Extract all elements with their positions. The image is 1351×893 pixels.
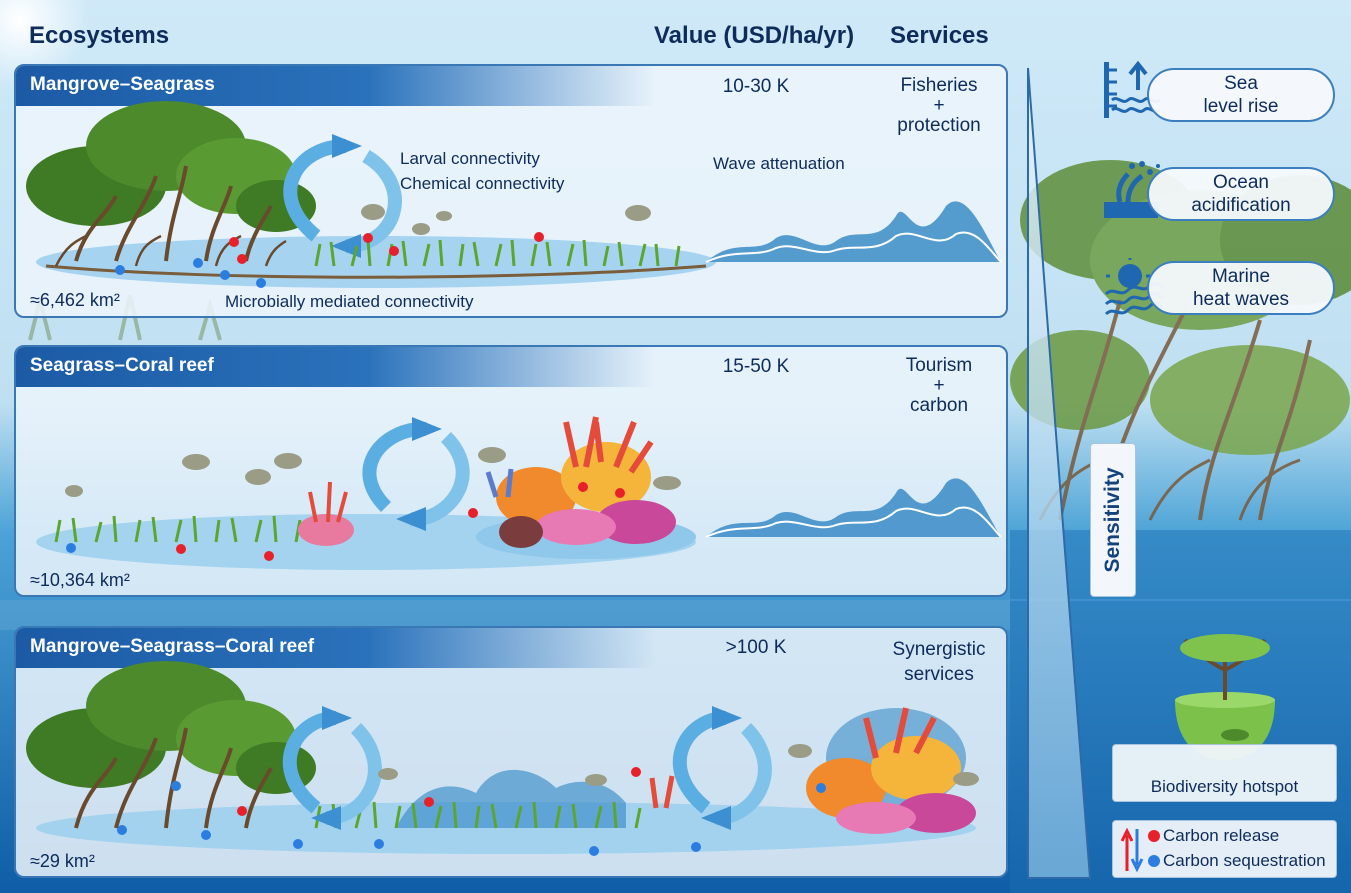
panel-mangrove-seagrass: Mangrove–Seagrass 10-30 K Fisheries + pr… [14,64,1008,318]
carbon-release-dot [1148,830,1160,842]
threat-line: heat waves [1192,289,1290,310]
service-line: Tourism [905,355,973,376]
service-line: + [933,375,945,396]
connectivity-cycle-arrows [283,134,402,258]
coral-reef [476,416,696,559]
value-header: Value (USD/ha/yr) [654,22,855,49]
sensitivity-label-box: Sensitivity [1090,443,1136,597]
service-line: + [933,95,945,116]
threat-line: acidification [1191,195,1291,216]
seagrass-meadow [314,239,681,267]
fish-group [378,744,979,786]
panel-seagrass-coral-reef: Seagrass–Coral reef 15-50 K Tourism + ca… [14,345,1008,597]
fish-group [361,204,651,235]
service-line: carbon [909,395,969,416]
label-wave-attenuation: Wave attenuation [713,154,845,173]
services-header: Services [890,22,989,49]
threat-line: Marine [1211,266,1271,287]
carbon-release-dots [229,232,544,264]
label-larval-connectivity: Larval connectivity [400,149,540,168]
carbon-sequestration-dots [66,543,76,553]
biodiversity-hotspot-box: Biodiversity hotspot [1112,744,1337,802]
service-line: Synergistic [892,639,986,660]
panel-value: >100 K [725,637,787,658]
panel-area: ≈29 km² [30,851,95,871]
fish-group [65,447,681,497]
legend-carbon-sequestration: Carbon sequestration [1163,851,1326,870]
panel-services: Synergistic services [864,637,1006,687]
panel-title-band [16,347,656,387]
legend-carbon-release: Carbon release [1163,826,1280,845]
threat-line: Ocean [1213,172,1269,193]
label-microbial-connectivity: Microbially mediated connectivity [225,292,474,311]
panel-value: 10-30 K [722,76,790,97]
connectivity-cycle-arrows-left [282,706,382,830]
panel-area: ≈6,462 km² [30,290,120,310]
connectivity-cycle-arrows [362,417,470,531]
service-line: protection [897,115,981,136]
coral-reef [649,707,976,834]
mangrove-trees [26,661,316,829]
carbon-release-dots [176,482,625,561]
connectivity-cycle-arrows-right [672,706,772,830]
sensitivity-label: Sensitivity [1101,467,1124,573]
mangrove-seagrass-coral-illustration [26,661,979,856]
panel-title-band [16,66,656,106]
threat-line: level rise [1203,96,1279,117]
carbon-legend: Carbon release Carbon sequestration [1112,820,1337,878]
mangrove-trees [26,101,316,267]
carbon-sequestration-dot [1148,855,1160,867]
panel-services: Tourism + carbon [864,355,1006,416]
seagrass-coral-illustration [36,416,1002,570]
label-chemical-connectivity: Chemical connectivity [400,174,565,193]
carbon-sequestration-dots [115,258,266,288]
carbon-flux-arrows-icon [1120,827,1144,873]
carbon-sequestration-dots [117,781,826,856]
mangrove-seagrass-illustration [26,101,1002,288]
threat-line: Sea [1224,73,1258,94]
ocean-acidification-icon [1104,161,1160,218]
carbon-release-dots [237,767,641,816]
seagrass-meadow [54,515,302,543]
service-line: Fisheries [900,75,978,96]
panel-title: Seagrass–Coral reef [30,355,214,376]
panel-title: Mangrove–Seagrass [30,74,215,95]
coral-cluster-small [298,481,354,546]
service-line: services [904,664,974,685]
panel-services: Fisheries + protection [864,75,1006,136]
panel-area: ≈10,364 km² [30,570,130,590]
panel-mangrove-seagrass-coral: Mangrove–Seagrass–Coral reef >100 K Syne… [14,626,1008,878]
panel-value: 15-50 K [722,356,790,377]
ecosystems-header: Ecosystems [29,22,170,49]
panel-title: Mangrove–Seagrass–Coral reef [30,636,315,657]
biodiversity-hotspot-label: Biodiversity hotspot [1150,777,1299,796]
panel-title-band [16,628,656,668]
